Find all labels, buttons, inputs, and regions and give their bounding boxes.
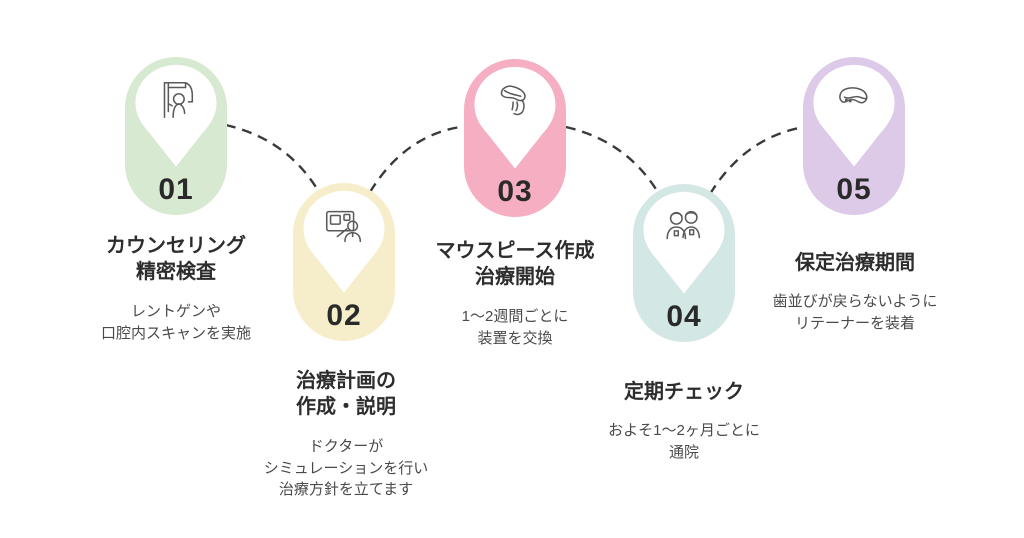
desc-line: レントゲンや	[130, 302, 221, 320]
step-title: 治療計画の 作成・説明	[226, 368, 466, 421]
desc-line: リテーナーを装着	[794, 315, 915, 333]
step-label-03: マウスピース作成 治療開始 1〜2週間ごとに 装置を交換	[395, 238, 635, 349]
desc-line: シミュレーションを行い	[263, 459, 429, 477]
mouthpiece-hand-icon	[500, 85, 526, 116]
pin-marker-icon	[303, 190, 385, 293]
step-description: 歯並びが戻らないように リテーナーを装着	[735, 291, 975, 335]
desc-line: 装置を交換	[477, 329, 553, 347]
step-number: 01	[158, 173, 194, 206]
step-pill-01: 01	[125, 57, 227, 215]
title-line: 治療開始	[475, 266, 555, 289]
retainer-icon	[839, 87, 868, 104]
step-pill-05: 05	[803, 57, 905, 215]
step-title: マウスピース作成 治療開始	[395, 238, 635, 291]
pin-marker-icon	[474, 66, 556, 169]
title-line: 治療計画の	[296, 370, 396, 392]
desc-line: 歯並びが戻らないように	[772, 293, 938, 311]
step-number: 02	[326, 299, 362, 332]
step-title: 保定治療期間	[735, 250, 975, 276]
xray-machine-icon	[163, 81, 194, 119]
connector-02-03	[368, 124, 469, 193]
step-title: カウンセリング 精密検査	[56, 233, 296, 286]
step-number: 05	[836, 173, 872, 206]
title-line: 作成・説明	[296, 396, 396, 419]
desc-line: およそ1〜2ヶ月ごとに	[608, 422, 760, 440]
step-title: 定期チェック	[564, 379, 804, 405]
treatment-plan-icon	[325, 210, 362, 243]
title-line: マウスピース作成	[435, 240, 595, 262]
connector-04-05	[708, 124, 812, 195]
step-description: 1〜2週間ごとに 装置を交換	[395, 306, 635, 350]
title-line: 保定治療期間	[795, 252, 915, 274]
pin-marker-icon	[813, 64, 895, 167]
step-label-05: 保定治療期間 歯並びが戻らないように リテーナーを装着	[735, 250, 975, 335]
title-line: カウンセリング	[106, 235, 246, 257]
step-description: およそ1〜2ヶ月ごとに 通院	[564, 420, 804, 464]
desc-line: 治療方針を立てます	[278, 481, 414, 499]
desc-line: 1〜2週間ごとに	[461, 307, 569, 325]
step-description: レントゲンや 口腔内スキャンを実施	[56, 301, 296, 345]
connector-03-04	[548, 122, 661, 195]
desc-line: ドクターが	[308, 437, 384, 455]
connector-01-02	[208, 120, 321, 193]
step-number: 04	[666, 300, 702, 333]
pin-marker-icon	[135, 64, 217, 167]
step-pill-02: 02	[293, 183, 395, 341]
desc-line: 通院	[668, 444, 699, 462]
step-pill-04: 04	[633, 184, 735, 342]
step-label-02: 治療計画の 作成・説明 ドクターが シミュレーションを行い 治療方針を立てます	[226, 368, 466, 501]
step-pill-03: 03	[464, 59, 566, 217]
step-description: ドクターが シミュレーションを行い 治療方針を立てます	[226, 436, 466, 501]
pin-marker-icon	[643, 191, 725, 294]
step-label-01: カウンセリング 精密検査 レントゲンや 口腔内スキャンを実施	[56, 233, 296, 344]
step-label-04: 定期チェック およそ1〜2ヶ月ごとに 通院	[564, 379, 804, 464]
step-number: 03	[497, 175, 533, 208]
title-line: 定期チェック	[624, 381, 744, 403]
two-doctors-icon	[666, 210, 701, 240]
desc-line: 口腔内スキャンを実施	[100, 324, 251, 342]
title-line: 精密検査	[136, 261, 216, 284]
